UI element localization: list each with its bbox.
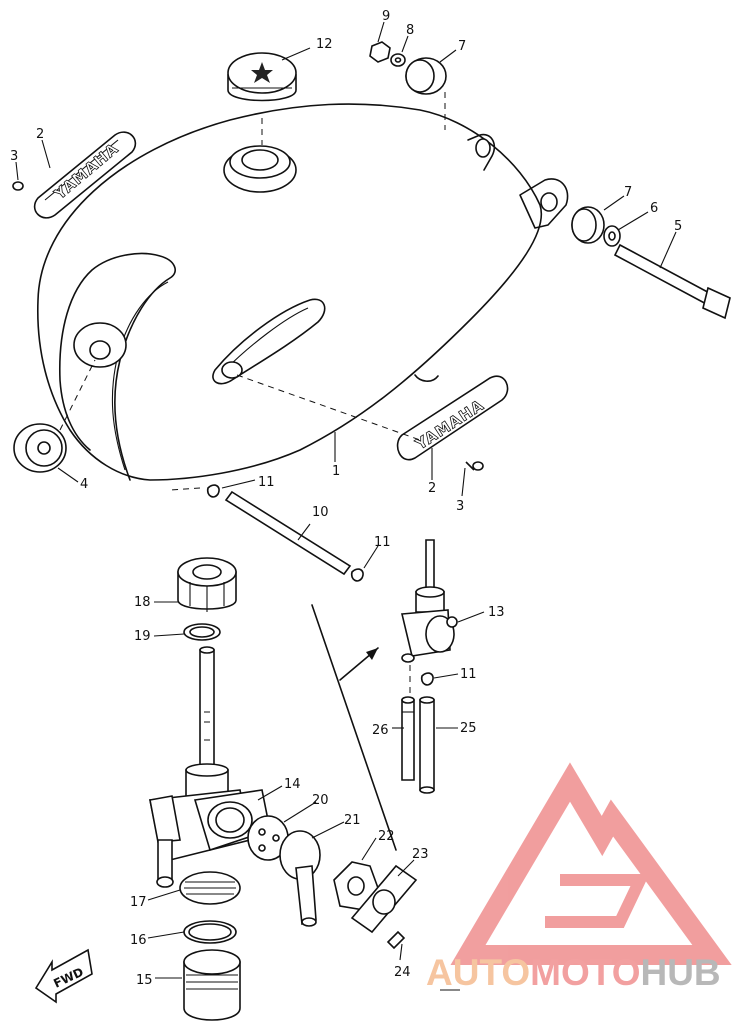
fuel-cock-nut	[177, 557, 237, 612]
callout-2-right: 2	[428, 481, 436, 496]
watermark-text: AUTOMOTOHUB	[426, 952, 721, 993]
callout-2-left: 2	[36, 127, 44, 142]
callout-13: 13	[488, 605, 505, 620]
callout-24: 24	[394, 965, 411, 980]
sediment-bowl	[183, 949, 241, 1021]
callout-16: 16	[130, 933, 147, 948]
callout-11-c: 11	[460, 667, 477, 682]
callout-22: 22	[378, 829, 395, 844]
callout-11-a: 11	[258, 475, 275, 490]
callout-17: 17	[130, 895, 147, 910]
fuel-cock-lever	[279, 830, 321, 927]
svg-text:YAMAHA: YAMAHA	[50, 139, 122, 203]
lever-spring-plate	[333, 861, 379, 911]
fuel-cock-body	[149, 646, 271, 888]
upper-damper	[405, 57, 447, 95]
callout-20: 20	[312, 793, 329, 808]
callout-9: 9	[382, 9, 390, 24]
reserve-fuel-pipe	[401, 696, 415, 781]
callout-3-left: 3	[10, 149, 18, 164]
callout-7-top: 7	[458, 39, 466, 54]
upper-washer	[390, 53, 406, 67]
callout-15: 15	[136, 973, 153, 988]
fuel-pipe	[206, 484, 364, 582]
o-ring-upper	[183, 623, 221, 641]
cover-screw	[386, 930, 406, 950]
main-fuel-pipe	[419, 696, 435, 794]
callout-numbers: 1 2 2 3 3 4 5 6 7 7 8 9 10 11 11 11 12 1…	[10, 9, 682, 988]
filler-neck-ring	[223, 145, 297, 193]
callout-23: 23	[412, 847, 429, 862]
fuel-tank	[36, 103, 569, 481]
front-damper	[13, 423, 67, 473]
callout-10: 10	[312, 505, 329, 520]
forward-arrow: FWD	[34, 948, 93, 1004]
o-ring-lower	[183, 920, 237, 944]
washer	[603, 225, 621, 247]
pipe-clip-reserve	[420, 672, 434, 686]
callout-3-right: 3	[456, 499, 464, 514]
callout-25: 25	[460, 721, 477, 736]
callout-1: 1	[332, 464, 340, 479]
mounting-bolt	[613, 243, 731, 320]
callout-14: 14	[284, 777, 301, 792]
callout-5: 5	[674, 219, 682, 234]
watermark-logo	[450, 762, 732, 965]
emblem-screw-left	[12, 181, 24, 191]
callout-7-right: 7	[624, 185, 632, 200]
callout-18: 18	[134, 595, 151, 610]
fuel-cap	[227, 52, 297, 102]
lever-cover-plate	[350, 864, 418, 934]
callout-6: 6	[650, 201, 658, 216]
fuel-filter-screen	[179, 871, 241, 905]
upper-nut	[369, 41, 391, 63]
emblem-right: YAMAHA	[396, 375, 509, 461]
callout-26: 26	[372, 723, 389, 738]
callout-8: 8	[406, 23, 414, 38]
callout-leaders	[15, 21, 677, 991]
callout-19: 19	[134, 629, 151, 644]
callout-11-b: 11	[374, 535, 391, 550]
callout-21: 21	[344, 813, 361, 828]
emblem-left: YAMAHA	[33, 131, 137, 219]
reserve-fuel-cock	[401, 539, 458, 663]
callout-12: 12	[316, 37, 333, 52]
callout-4: 4	[80, 477, 88, 492]
emblem-screw-right	[465, 461, 484, 471]
rear-damper	[571, 206, 605, 244]
